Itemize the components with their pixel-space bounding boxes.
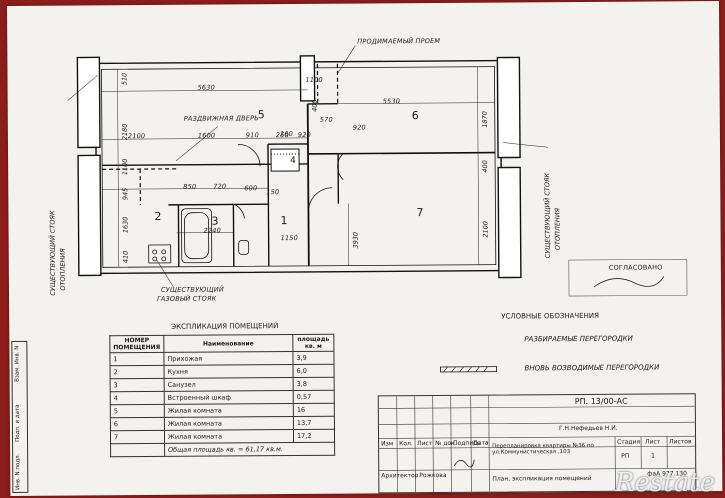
stage-head: Стадия: [617, 438, 641, 446]
author-line: Г.Н.Нефедьев Н.И.: [558, 424, 618, 433]
side-stamp-label: Подп. и дата: [14, 404, 22, 442]
sheets-head: Листов: [669, 438, 692, 446]
dim-label: 2100: [481, 221, 490, 238]
cell-name: Санузел: [164, 377, 294, 392]
cell-name: Прихожая: [163, 351, 294, 366]
cell-num: 1: [109, 352, 164, 366]
room-number: 4: [290, 155, 297, 167]
dim-label: 570: [319, 115, 333, 124]
room-number: 2: [154, 209, 162, 223]
cell-area: 3,8: [293, 377, 335, 391]
approval-stamp: СОГЛАСОВАНО: [608, 263, 663, 272]
sliding-door-label: РАЗДВИЖНАЯ ДВЕРЬ: [183, 114, 259, 123]
dim-label: 1150: [280, 233, 298, 243]
legend-new: ВНОВЬ ВОЗВОДИМЫЕ ПЕРЕГОРОДКИ: [524, 363, 660, 373]
dim-label: 920: [297, 130, 311, 139]
dim-label: 1630: [121, 216, 130, 234]
dim-label: 510: [120, 72, 129, 86]
cell-area: 17,2: [293, 429, 335, 443]
explication-title: ЭКСПЛИКАЦИЯ ПОМЕЩЕНИЙ: [171, 322, 279, 331]
drawing-sheet: ПРОДИМАЕМЫЙ ПРОЕМ РАЗДВИЖНАЯ ДВЕРЬ СУЩЕС…: [7, 1, 723, 496]
dim-label: 150: [266, 188, 280, 197]
riser-left-label: СУЩЕСТВУЮЩИЙ СТОЯК: [48, 210, 58, 296]
sheet-head: Лист: [645, 438, 661, 446]
gas-riser-label: СУЩЕСТВУЮЩИЙ: [160, 285, 224, 294]
dim-label: 1870: [480, 111, 489, 128]
dim-label: 1100: [305, 75, 323, 84]
dim-label: 3930: [351, 231, 360, 249]
dim-label: 1100: [121, 158, 130, 176]
dim-label: 2240: [203, 226, 221, 235]
dim-label: 260: [279, 130, 293, 139]
cell-name: Встроенный шкаф: [164, 390, 294, 405]
tb-col-label: Изм: [381, 440, 394, 448]
drawing-name: План, экспликация помещений: [492, 474, 592, 483]
cell-area: 16: [293, 403, 335, 417]
tb-col-label: Лист: [417, 440, 433, 448]
dim-label: 5530: [382, 97, 401, 106]
cell-num: 4: [110, 391, 165, 405]
cell-name: Жилая комната: [164, 403, 294, 418]
legend-new-sample: [440, 366, 497, 373]
architect-label: Архитектор: [381, 472, 419, 480]
cell-area: 6,0: [293, 364, 335, 378]
dim-label: 600: [244, 184, 258, 193]
dim-label: 1600: [197, 131, 216, 140]
sheet-value: 1: [651, 452, 656, 460]
total-area: Общая площадь кв. = 61,17 кв.м.: [164, 442, 335, 457]
side-stamp-label: Взам. Инв. N: [14, 345, 21, 382]
dim-label: 400: [481, 160, 490, 173]
dim-label: 5630: [197, 83, 215, 92]
project-name: Перепланировка квартиры №36 по ул.Коммун…: [492, 442, 594, 456]
cell-num: 3: [110, 378, 165, 392]
cell-num: 5: [110, 404, 165, 418]
col-area: площадь кв. м: [292, 334, 334, 352]
dim-label: 400: [310, 99, 319, 112]
legend-removed: РАЗБИРАЕМЫЕ ПЕРЕГОРОДКИ: [524, 334, 633, 344]
cell-num: 2: [110, 365, 165, 379]
col-name: Наименование: [163, 334, 293, 353]
cell-area: 3,9: [292, 351, 335, 365]
dim-label: 920: [352, 123, 366, 132]
dim-label: 945: [121, 187, 130, 201]
title-block: РП. 13/00-АС Г.Н.Нефедьев Н.И. Изм Кол. …: [377, 393, 697, 494]
tb-col-label: Дата: [473, 439, 489, 447]
cell-area: 0,57: [293, 390, 335, 404]
side-stamp-label: Инв. N подл.: [15, 453, 22, 490]
dim-label: 410: [121, 250, 130, 264]
cell-name: Жилая комната: [164, 416, 294, 431]
architect-name: Рожкова: [419, 471, 447, 480]
cell-name: Жилая комната: [164, 429, 294, 444]
riser-right-sub: ОТОПЛЕНИЯ: [553, 207, 562, 251]
room-number: 6: [411, 109, 420, 123]
gas-riser-sub: ГАЗОВЫЙ СТОЯК: [157, 294, 217, 303]
stage-value: РП: [621, 452, 630, 460]
cell-num: 6: [110, 417, 165, 431]
room-number: 5: [257, 108, 266, 122]
dim-label: 720: [213, 182, 227, 191]
legend-title: УСЛОВНЫЕ ОБОЗНАЧЕНИЯ: [501, 311, 599, 321]
tb-col-label: Кол.: [399, 440, 413, 448]
cell-name: Кухня: [163, 364, 294, 379]
cell-num: 7: [110, 430, 165, 444]
watermark-logo: Restate: [614, 468, 715, 498]
table-total-row: Общая площадь кв. = 61,17 кв.м.: [110, 442, 335, 457]
cell-area: 13,7: [293, 416, 335, 430]
riser-right-label: СУЩЕСТВУЮЩИЙ СТОЯК: [543, 172, 552, 259]
passage-label: ПРОДИМАЕМЫЙ ПРОЕМ: [357, 36, 441, 46]
explication-table: НОМЕР ПОМЕЩЕНИЯ Наименование площадь кв.…: [109, 334, 335, 458]
room-number: 7: [416, 206, 424, 220]
floor-plan: [67, 45, 688, 297]
dim-label: 850: [183, 182, 197, 191]
dim-label: 2180: [120, 123, 129, 141]
col-number: НОМЕР ПОМЕЩЕНИЯ: [109, 335, 164, 353]
room-number: 1: [280, 214, 288, 228]
room-number: 3: [211, 214, 219, 228]
dim-label: 2100: [127, 132, 146, 141]
riser-left-sub: ОТОПЛЕНИЯ: [58, 248, 67, 291]
side-stamp: Взам. Инв. N Подп. и дата Инв. N подл.: [11, 340, 29, 493]
drawing-code: РП. 13/00-АС: [574, 396, 628, 407]
dim-label: 910: [245, 131, 259, 140]
table-header-row: НОМЕР ПОМЕЩЕНИЯ Наименование площадь кв.…: [109, 334, 334, 353]
